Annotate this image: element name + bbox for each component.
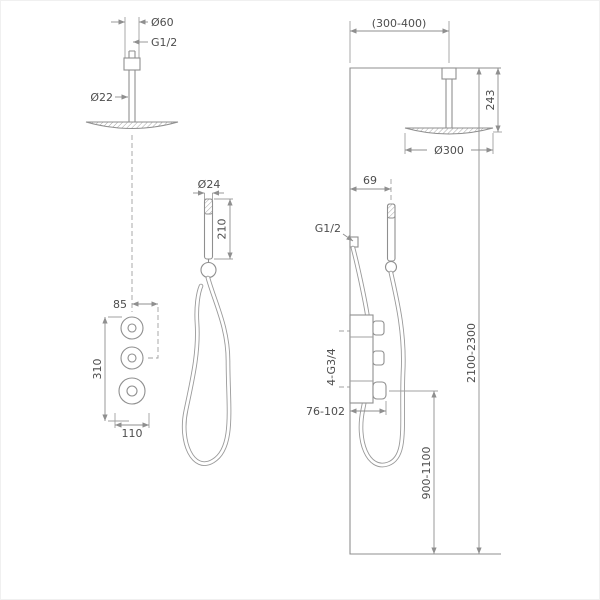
knob-middle-inner	[127, 353, 137, 363]
dim-label-holder-offset: 69	[363, 174, 377, 187]
leader-line	[342, 233, 354, 242]
dim-label-valve-depth: 76-102	[306, 405, 345, 418]
valve-body-side	[349, 314, 374, 404]
dim-label-valve-connections: 4-G3/4	[325, 348, 338, 386]
dim-label-room-height: 2100-2300	[465, 323, 478, 383]
knob-top-outer	[120, 316, 144, 340]
dim-head-diameter: Ø300	[404, 133, 494, 157]
mixer-valve-side	[339, 314, 387, 404]
hand-shower-sprayface	[204, 198, 213, 215]
knob-bottom-side	[372, 381, 387, 400]
dim-handshower-diameter: Ø24	[193, 178, 224, 200]
dim-valve-height: 900-1100	[389, 390, 438, 554]
extension-lines	[108, 316, 129, 422]
dim-valve-width: 110	[114, 413, 150, 440]
dim-label-handshower-length: 210	[216, 219, 229, 240]
dim-arm-projection: (300-400)	[349, 17, 450, 63]
holder-ring	[200, 261, 217, 279]
hand-shower-side	[384, 203, 398, 274]
dim-room-height: 2100-2300	[465, 68, 482, 554]
dim-label-head-diameter: Ø300	[434, 144, 464, 157]
rain-head-side	[404, 127, 494, 135]
dim-ceiling-thread: G1/2	[133, 36, 177, 49]
dim-valve-depth: 76-102	[306, 401, 387, 418]
side-view: (300-400) Ø300 69 G1/2	[306, 17, 502, 555]
dim-label-handshower-diameter: Ø24	[198, 178, 221, 191]
valve-body-detail	[350, 336, 373, 382]
arm-flange	[123, 57, 141, 71]
dim-valve-span: 310	[91, 316, 129, 422]
knob-middle-outer	[120, 346, 144, 370]
dim-label-valve-span: 310	[91, 359, 104, 380]
arm-flange-side	[441, 67, 457, 80]
dim-flange-diameter: Ø60	[111, 16, 174, 58]
hose-inner	[182, 276, 231, 465]
knob-top-inner	[127, 323, 137, 333]
dim-label-valve-width: 110	[122, 427, 143, 440]
dim-label-offset: 85	[113, 298, 127, 311]
dim-arm-drop: 243	[484, 68, 502, 133]
shower-arm-front	[123, 50, 141, 122]
dim-label-wall-thread: G1/2	[315, 222, 341, 235]
mixer-valve-front	[118, 316, 146, 405]
extension-lines	[114, 413, 150, 428]
hose-inner-side	[351, 246, 405, 467]
extension-lines	[349, 21, 450, 63]
dim-pipe-diameter: Ø22	[90, 91, 128, 104]
knob-bottom-outer	[118, 377, 146, 405]
dim-holder-offset: 69	[350, 174, 392, 203]
dim-label-ceiling-thread: G1/2	[151, 36, 177, 49]
shower-arm-side	[441, 67, 457, 128]
dim-label-arm-drop: 243	[484, 90, 497, 111]
auxiliary-centerline	[145, 307, 159, 359]
dim-label-flange-diameter: Ø60	[151, 16, 174, 29]
hose-outline	[181, 275, 232, 466]
hand-shower-hose-front	[181, 275, 232, 466]
rain-head-front	[85, 121, 179, 129]
hand-shower-front	[200, 198, 217, 279]
dim-label-valve-height: 900-1100	[420, 447, 433, 500]
hand-shower-sprayface-side	[387, 203, 396, 219]
knob-middle-side	[372, 350, 385, 366]
dim-handshower-length: 210	[214, 198, 233, 260]
knob-bottom-inner	[126, 385, 138, 397]
concealed-connections	[339, 330, 350, 388]
dim-label-arm-projection: (300-400)	[372, 17, 427, 30]
dim-wall-thread: G1/2	[315, 222, 354, 242]
extension-lines	[124, 17, 140, 58]
wall-outlet-elbow	[349, 236, 359, 248]
dim-label-pipe-diameter: Ø22	[90, 91, 113, 104]
room-outline	[349, 67, 501, 555]
knob-top-side	[372, 320, 385, 336]
hand-shower-hose-side	[350, 245, 406, 468]
dim-offset: 85	[113, 298, 159, 359]
front-view: Ø60 G1/2 Ø22 Ø24	[85, 16, 233, 466]
